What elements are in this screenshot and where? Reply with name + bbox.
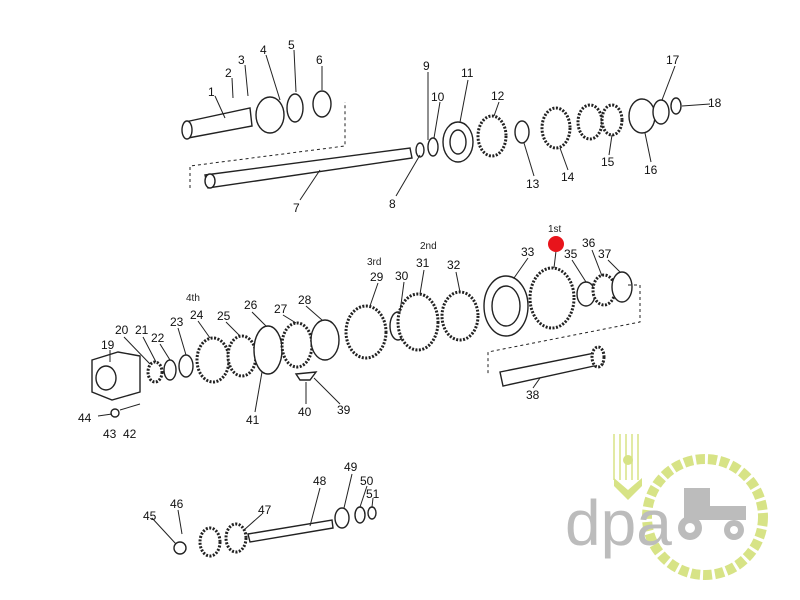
label-50: 50 (360, 474, 374, 488)
label-40: 40 (298, 405, 312, 419)
label-37: 37 (598, 247, 612, 261)
label-35: 35 (564, 247, 578, 261)
label-22: 22 (151, 331, 165, 345)
lower-shaft-assembly (173, 506, 377, 558)
label-49: 49 (344, 460, 358, 474)
part-16-bearing (628, 98, 656, 134)
part-28 (310, 319, 340, 361)
upper-shaft-assembly (181, 90, 682, 189)
part-12-gear (476, 114, 508, 158)
part-8 (415, 142, 425, 158)
label-7: 7 (293, 201, 300, 215)
label-4th: 4th (186, 293, 200, 304)
label-39: 39 (337, 403, 351, 417)
label-21: 21 (135, 323, 149, 337)
tractor-icon (678, 488, 746, 540)
label-19: 19 (101, 338, 115, 352)
highlight-marker (548, 236, 564, 252)
label-45: 45 (143, 509, 157, 523)
part-43 (110, 408, 120, 418)
label-5: 5 (288, 38, 295, 52)
part-7-shaft (204, 147, 413, 189)
label-32: 32 (447, 258, 461, 272)
part-51 (367, 506, 377, 520)
label-3: 3 (238, 53, 245, 67)
label-48: 48 (313, 474, 327, 488)
part-45 (173, 541, 187, 555)
part-labels: 1 2 3 4 5 6 7 8 9 10 11 12 13 14 15 16 1… (78, 38, 722, 523)
label-36: 36 (582, 236, 596, 250)
label-2nd: 2nd (420, 241, 437, 252)
part-14-gear (540, 106, 572, 150)
part-27-gear (280, 321, 314, 369)
part-25-gear (226, 334, 258, 378)
part-38-shaft (499, 351, 604, 387)
label-15: 15 (601, 155, 615, 169)
label-42: 42 (123, 427, 137, 441)
label-6: 6 (316, 53, 323, 67)
label-31: 31 (416, 256, 430, 270)
middle-shaft-assembly (91, 266, 641, 418)
label-13: 13 (526, 177, 540, 191)
part-32-gear (440, 290, 480, 342)
part-48-shaft (247, 519, 334, 543)
dpa-logo-watermark: dpa (565, 434, 768, 580)
label-43: 43 (103, 427, 117, 441)
label-16: 16 (644, 163, 658, 177)
label-29: 29 (370, 270, 384, 284)
label-3rd: 3rd (367, 257, 381, 268)
label-41: 41 (246, 413, 260, 427)
label-20: 20 (115, 323, 129, 337)
label-44: 44 (78, 411, 92, 425)
part-49 (334, 507, 350, 529)
label-14: 14 (561, 170, 575, 184)
part-31-gear (396, 292, 440, 352)
part-4-housing (255, 96, 285, 134)
label-51: 51 (366, 487, 380, 501)
label-1st: 1st (548, 224, 562, 235)
part-50 (354, 506, 366, 524)
part-18-ring (670, 97, 682, 115)
label-2: 2 (225, 66, 232, 80)
label-33: 33 (521, 245, 535, 259)
dpa-logo-text: dpa (565, 487, 672, 559)
label-23: 23 (170, 315, 184, 329)
label-8: 8 (389, 197, 396, 211)
part-34-gear (528, 266, 576, 330)
label-38: 38 (526, 388, 540, 402)
part-6-seal (312, 90, 332, 118)
label-47: 47 (258, 503, 272, 517)
part-10 (427, 137, 439, 157)
label-18: 18 (708, 96, 722, 110)
label-11: 11 (461, 66, 474, 80)
label-17: 17 (666, 53, 680, 67)
label-26: 26 (244, 298, 258, 312)
label-10: 10 (431, 90, 445, 104)
label-25: 25 (217, 309, 231, 323)
part-42-bolt (119, 403, 141, 411)
part-26-hub (253, 325, 283, 375)
label-30: 30 (395, 269, 409, 283)
leader-lines (97, 49, 711, 545)
label-4: 4 (260, 43, 267, 57)
part-15-gear (600, 103, 624, 137)
label-46: 46 (170, 497, 184, 511)
label-24: 24 (190, 308, 204, 322)
label-27: 27 (274, 302, 288, 316)
part-13 (514, 120, 530, 144)
part-24-gear (195, 336, 231, 384)
part-40 (294, 371, 318, 381)
label-9: 9 (423, 59, 430, 73)
label-28: 28 (298, 293, 312, 307)
part-47-gear (224, 522, 248, 554)
part-37-ring (611, 271, 633, 303)
part-1-sleeve (184, 107, 253, 139)
part-29-gear (344, 304, 388, 360)
label-1: 1 (208, 85, 215, 99)
label-12: 12 (491, 89, 505, 103)
